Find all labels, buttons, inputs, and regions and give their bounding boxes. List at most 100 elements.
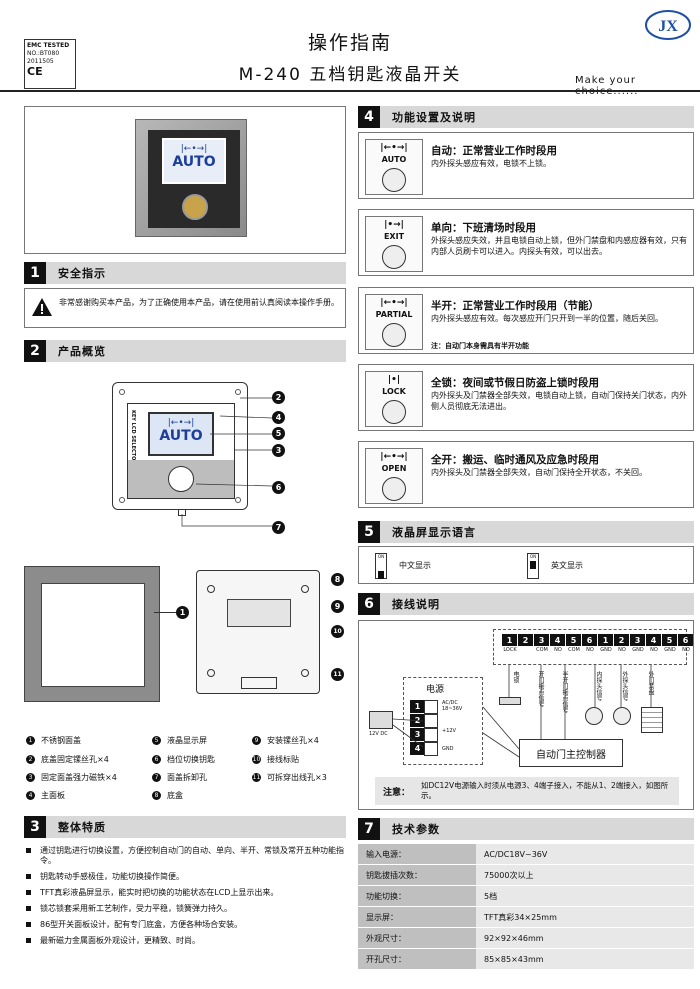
section-number: 3 [24,816,46,838]
section-title: 接线说明 [392,598,440,611]
terminal: 2 [518,634,533,646]
part-number: 3 [26,773,35,782]
key-dial [168,466,194,492]
mode-auto: |←•→| AUTO 自动：正常营业工作时段用 内外探头感应有效，电锁不上锁。 [358,132,694,199]
power-terminal: 3 [410,728,425,741]
device-label: 外门禁盘 [647,671,654,695]
photo-key-cylinder [182,194,208,220]
mode-note: 注：自动门本身需具有半开功能 [431,342,529,350]
section-title: 液晶屏显示语言 [392,526,476,539]
language-option-chinese: 中文显示 [399,561,431,570]
part-number: 4 [26,791,35,800]
part-number: 1 [26,736,35,745]
section-1-header: 1 安全指示 [24,262,346,284]
table-row: 输入电源：AC/DC18V~36V [358,844,694,865]
spec-key: 开孔尺寸： [358,949,476,969]
photo-lcd-text: AUTO [172,154,216,170]
mode-name: EXIT [383,232,405,241]
mode-icon: |•| LOCK [365,371,423,427]
part-label: 接线标贴 [267,755,299,764]
terminal: 1 [502,634,517,646]
photo-panel: |←•→| AUTO [148,130,240,228]
device-label: 内探头信号 [595,671,602,701]
device-label: 电锁 [512,671,519,683]
key-dial-icon [382,323,406,347]
mode-title: 单向：下班清场时段用 [431,222,536,234]
mount-hole [301,669,309,677]
safety-box: 非常感谢购买本产品，为了正确使用本产品，请在使用前认真阅读本操作手册。 [24,288,346,328]
part-label: 底盖固定镙丝孔×4 [41,755,109,764]
screw-hole [119,497,125,503]
mode-title: 自动：正常营业工作时段用 [431,145,557,157]
device-label: 开门接点信号 [537,671,544,707]
terminal: 4 [646,634,661,646]
mode-description: 内外探头及门禁器全部失效，自动门保持全开状态，不关回。 [431,468,647,477]
spec-value: AC/DC18V~36V [476,844,694,864]
bottom-box [196,570,320,694]
dip-switch-icon: ON [527,553,539,579]
spec-key: 外观尺寸： [358,928,476,948]
wiring-note: 注意： 如DC12V电源输入时须从电源3、4端子接入，不能从1、2端接入，如图所… [375,777,679,805]
terminal-label: GND [600,647,612,653]
mode-symbol: |•| [387,375,401,385]
section-title: 整体特质 [58,821,106,834]
part-label: 面盖拆卸孔 [167,773,207,782]
main-panel: |←•→| AUTO KEY LCD SELECTOR [127,403,235,499]
section-title: 功能设置及说明 [392,111,476,124]
key-dial-icon [382,400,406,424]
mount-hole [207,585,215,593]
terminal-label: NO [554,647,562,653]
lcd-mode-text: AUTO [159,428,203,444]
logo-text: JX [658,18,678,35]
electric-lock-icon [499,697,521,705]
mode-symbol: |←•→| [380,298,408,308]
mode-exit: |•→| EXIT 单向：下班清场时段用 外探头感应失效，并且电锁自动上锁，但外… [358,209,694,276]
dc-supply-icon [369,711,393,729]
table-row: 外观尺寸：92×92×46mm [358,928,694,949]
terminal-group-right: 1 2 3 4 5 6 [598,634,694,646]
part-number: 11 [252,773,261,782]
section-4-header: 4 功能设置及说明 [358,106,694,128]
part-number: 9 [252,736,261,745]
note-label: 注意： [383,788,411,798]
sensor-icon [585,707,603,725]
language-box: ON 中文显示 ON 英文显示 [358,546,694,584]
mode-symbol: |•→| [384,220,404,230]
spec-value: 5档 [476,886,694,906]
screw-terminal-block [424,700,438,756]
lcd-symbol: |←•→| [167,418,195,428]
gnd-label: GND [442,746,454,752]
mode-icon: |←•→| OPEN [365,448,423,504]
mode-description: 内外探头感应有效，电锁不上锁。 [431,159,551,168]
cert-line: 2011505 [27,58,54,65]
feature-item: 锁芯锁套采用新工艺制作，受力平稳，锁簧弹力持久。 [26,904,346,914]
terminal-labels-right: GND NO GND NO GND NO [598,647,694,653]
terminal: 5 [662,634,677,646]
spec-value: 85×85×43mm [476,949,694,969]
cert-line: NO.:BT080 [27,50,60,57]
power-label: 电源 [426,685,445,695]
part-label: 档位切换钥匙 [167,755,215,764]
section-3-header: 3 整体特质 [24,816,346,838]
dip-on-label: ON [529,554,537,559]
terminal-strip: 1 2 3 4 5 6 LOCK COM NO COM NO 1 2 3 4 5… [493,629,693,665]
mode-name: LOCK [382,387,406,396]
mode-description: 外探头感应失效，并且电锁自动上锁，但外门禁盘和内感应器有效，只有内部人员刷卡可以… [431,236,687,256]
table-row: 功能切换：5档 [358,886,694,907]
wiring-sticker [227,599,291,627]
dip-switch-icon: ON [375,553,387,579]
device-label: 半开门接点信号 [561,671,568,713]
part-label: 底盒 [167,791,183,800]
knockout-hole [241,677,277,689]
spec-key: 显示屏： [358,907,476,927]
screw-hole [235,389,241,395]
terminal: 3 [630,634,645,646]
photo-lcd-symbol: |←•→| [180,144,208,154]
